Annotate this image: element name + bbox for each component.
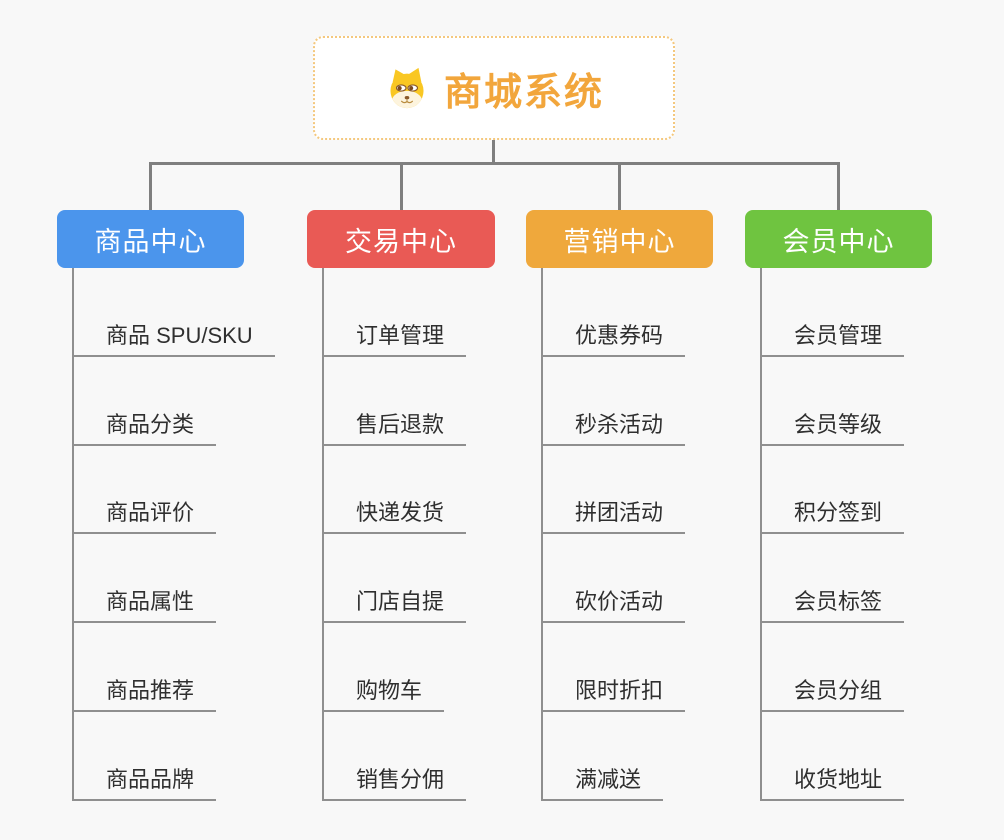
leaf-node[interactable]: 售后退款 xyxy=(324,407,467,446)
branch-node-product-center[interactable]: 商品中心 xyxy=(57,210,244,268)
connector-bus xyxy=(149,162,840,165)
leaf-node[interactable]: 商品分类 xyxy=(74,407,217,446)
connector-root-stem xyxy=(492,140,495,163)
branch-children-product-center: 商品 SPU/SKU 商品分类 商品评价 商品属性 商品推荐 商品品牌 xyxy=(72,268,275,801)
leaf-node[interactable]: 优惠券码 xyxy=(543,318,686,357)
branch-children-trade-center: 订单管理 售后退款 快递发货 门店自提 购物车 销售分佣 xyxy=(322,268,467,801)
leaf-node[interactable]: 会员等级 xyxy=(762,407,905,446)
leaf-node[interactable]: 积分签到 xyxy=(762,495,905,535)
branch-node-marketing-center[interactable]: 营销中心 xyxy=(526,210,713,268)
leaf-node[interactable]: 会员分组 xyxy=(762,673,905,713)
root-node-mall-system[interactable]: 商城系统 xyxy=(313,36,675,140)
leaf-node[interactable]: 购物车 xyxy=(324,673,445,713)
leaf-node[interactable]: 销售分佣 xyxy=(324,762,467,801)
connector-drop-trade xyxy=(400,162,403,210)
root-title: 商城系统 xyxy=(443,71,604,114)
leaf-node[interactable]: 商品推荐 xyxy=(74,673,217,713)
branch-node-member-center[interactable]: 会员中心 xyxy=(745,210,932,268)
leaf-node[interactable]: 商品属性 xyxy=(74,584,217,624)
connector-drop-marketing xyxy=(618,162,621,210)
leaf-node[interactable]: 收货地址 xyxy=(762,762,905,801)
leaf-node[interactable]: 商品评价 xyxy=(74,495,217,535)
leaf-node[interactable]: 满减送 xyxy=(543,762,664,801)
leaf-node[interactable]: 限时折扣 xyxy=(543,673,686,713)
branch-children-marketing-center: 优惠券码 秒杀活动 拼团活动 砍价活动 限时折扣 满减送 xyxy=(541,268,686,801)
leaf-node[interactable]: 订单管理 xyxy=(324,318,467,357)
leaf-node[interactable]: 拼团活动 xyxy=(543,495,686,535)
dog-face-icon xyxy=(384,66,430,110)
leaf-node[interactable]: 会员管理 xyxy=(762,318,905,357)
connector-drop-member xyxy=(837,162,840,210)
leaf-node[interactable]: 会员标签 xyxy=(762,584,905,624)
leaf-node[interactable]: 快递发货 xyxy=(324,495,467,535)
leaf-node[interactable]: 砍价活动 xyxy=(543,584,686,624)
branch-node-trade-center[interactable]: 交易中心 xyxy=(307,210,495,268)
leaf-node[interactable]: 秒杀活动 xyxy=(543,407,686,446)
branch-children-member-center: 会员管理 会员等级 积分签到 会员标签 会员分组 收货地址 xyxy=(760,268,905,801)
leaf-node[interactable]: 商品 SPU/SKU xyxy=(74,318,275,357)
connector-drop-product xyxy=(149,162,152,210)
leaf-node[interactable]: 商品品牌 xyxy=(74,762,217,801)
leaf-node[interactable]: 门店自提 xyxy=(324,584,467,624)
